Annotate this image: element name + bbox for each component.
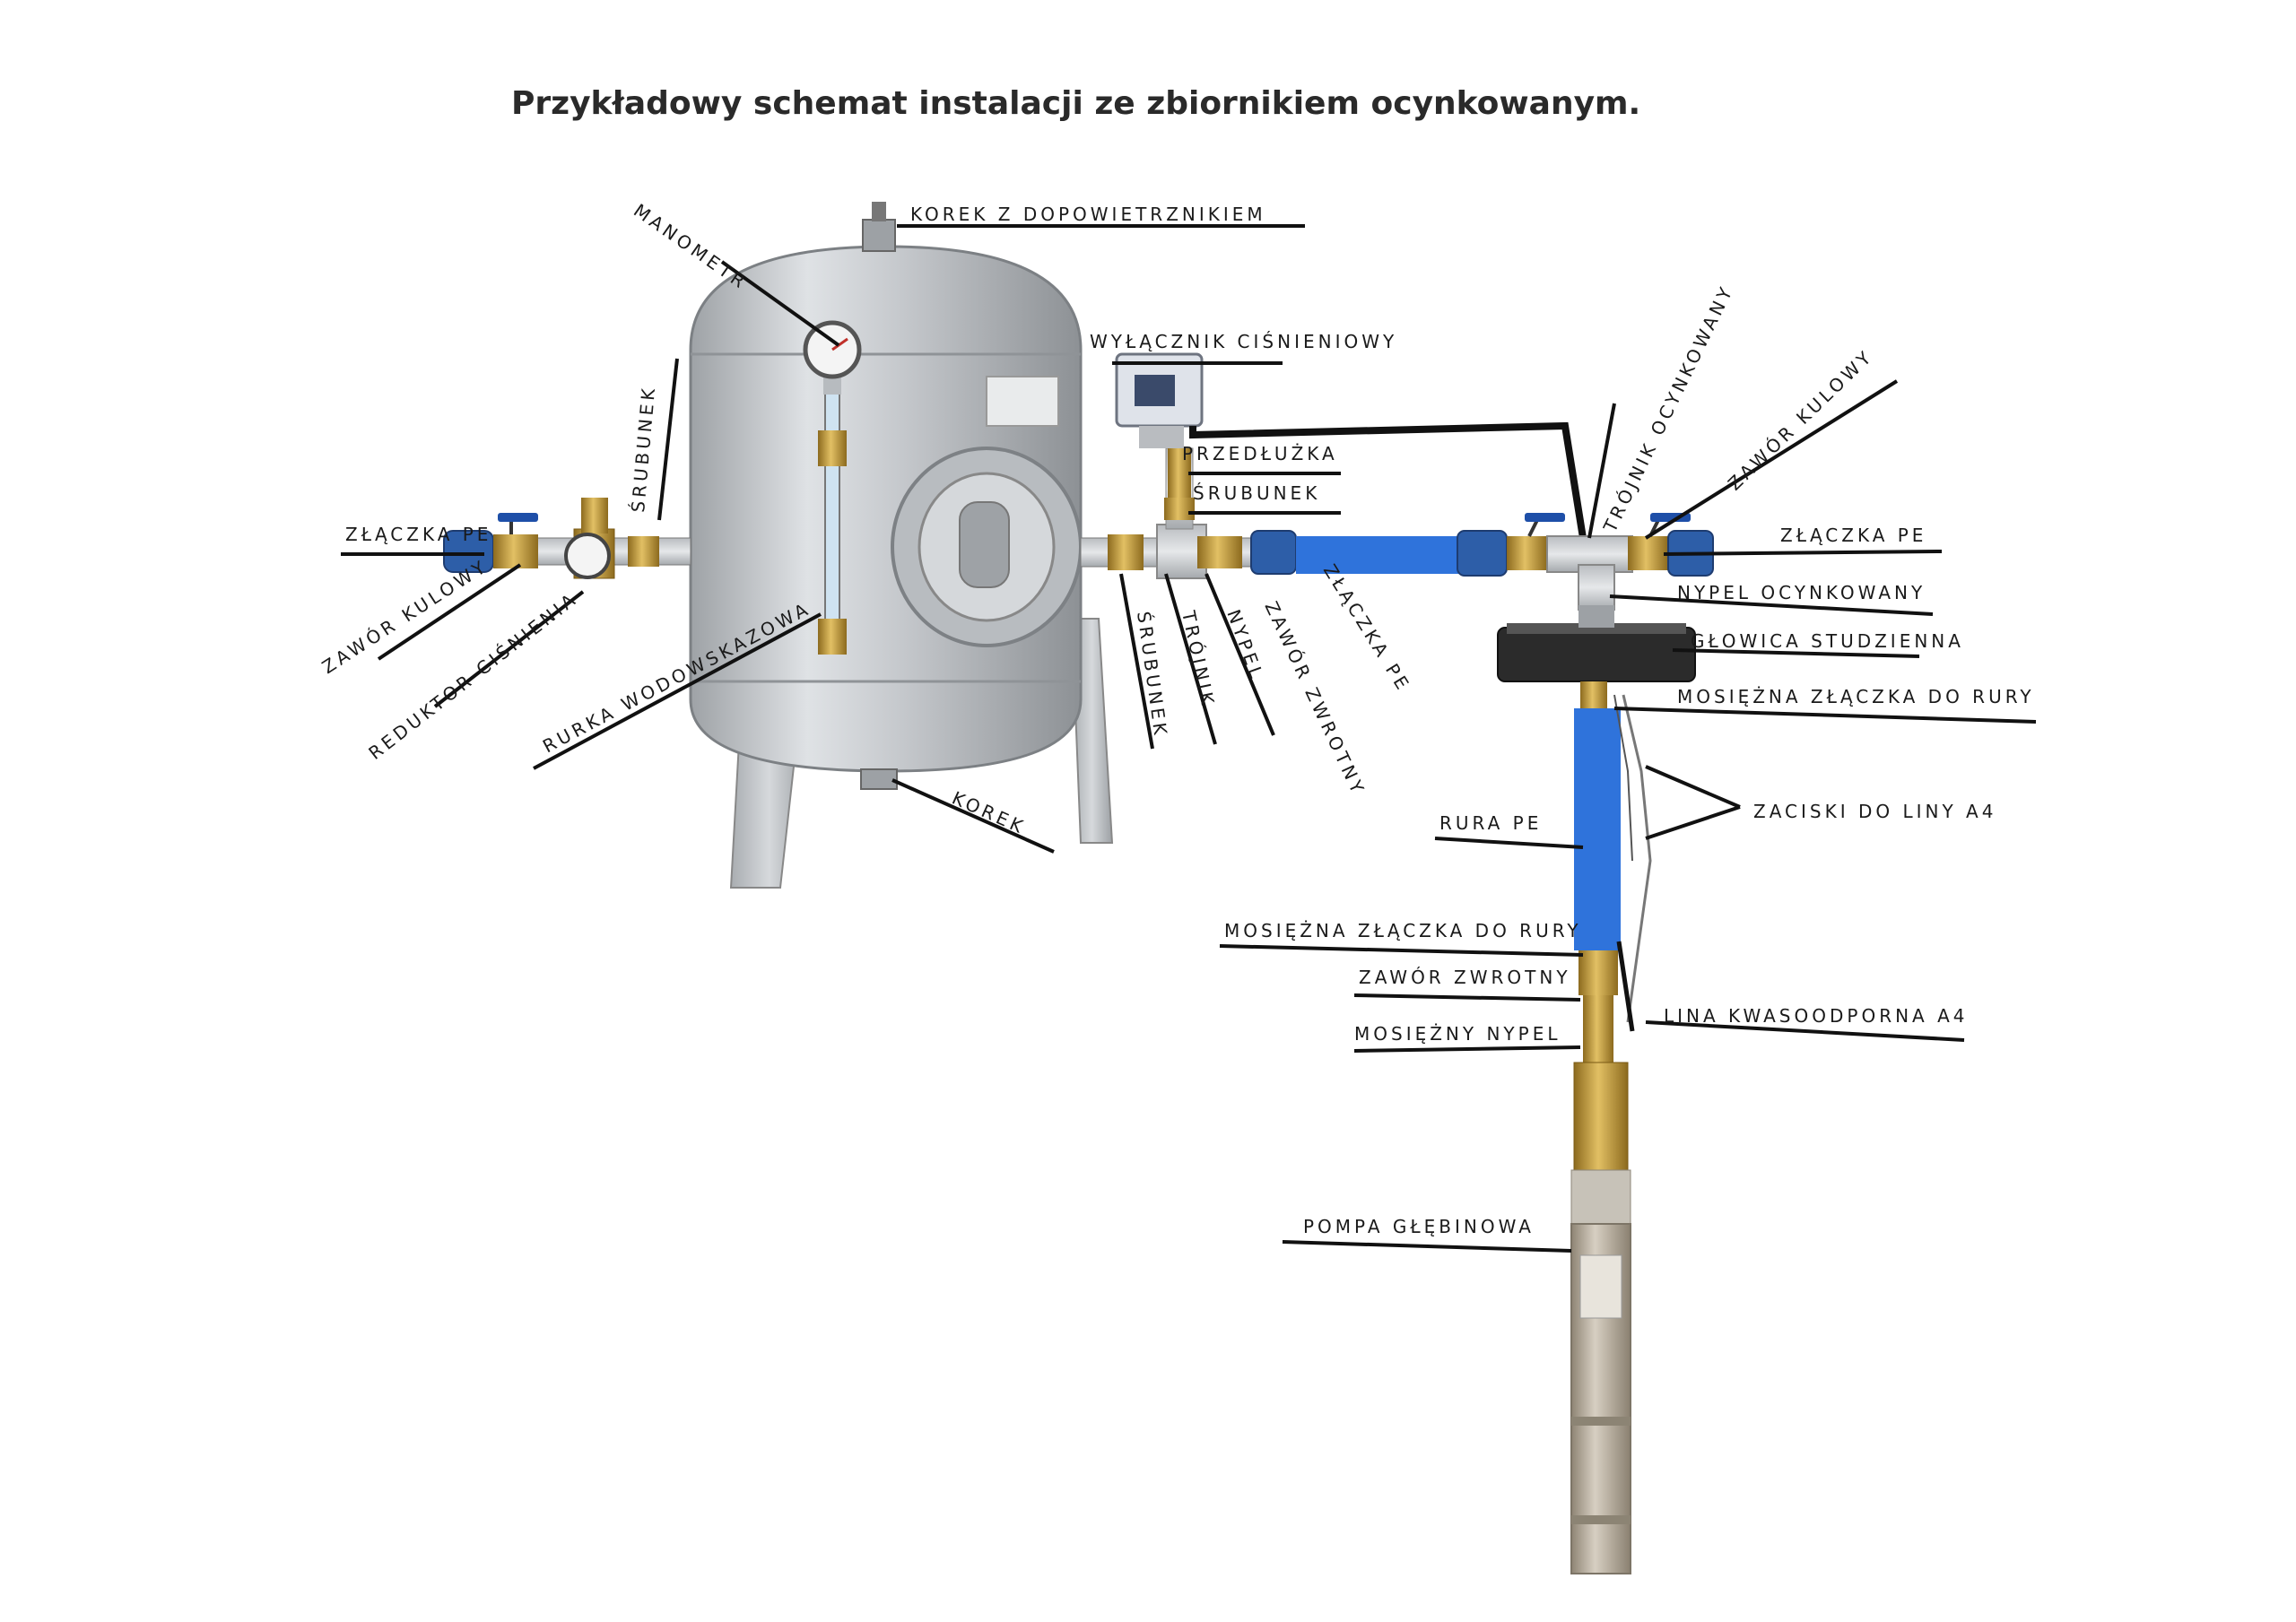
label-zlaczka-pe-left: ZŁĄCZKA PE <box>345 524 491 545</box>
label-zaciski-do-liny: ZACISKI DO LINY A4 <box>1753 801 1996 822</box>
label-trojnik: TRÓJNIK <box>1178 608 1219 709</box>
label-mosiezny-nypel: MOSIĘŻNY NYPEL <box>1354 1023 1561 1045</box>
leader-lines <box>341 224 2037 1253</box>
label-nypel-ocynkowany: NYPEL OCYNKOWANY <box>1677 582 1926 603</box>
tank-manometer <box>803 320 862 395</box>
label-srubunek-top: ŚRUBUNEK <box>1193 482 1320 504</box>
label-zawor-zwrotny-bottom: ZAWÓR ZWROTNY <box>1359 967 1571 988</box>
label-zawor-zwrotny-top: ZAWÓR ZWROTNY <box>1260 598 1370 800</box>
label-rura-pe: RURA PE <box>1439 812 1542 834</box>
label-zawor-kulowy-left: ZAWÓR KULOWY <box>318 555 492 678</box>
well-head <box>1497 605 1696 682</box>
tank-outlet-assembly <box>1080 352 1297 579</box>
label-zawor-kulowy-right: ZAWÓR KULOWY <box>1724 345 1878 495</box>
label-zlaczka-pe-right: ZŁĄCZKA PE <box>1780 525 1926 546</box>
label-zlaczka-pe-mid: ZŁĄCZKA PE <box>1319 560 1415 696</box>
label-wylacznik-cisnieniowy: WYŁĄCZNIK CIŚNIENIOWY <box>1090 331 1397 352</box>
label-srubunek-left: ŚRUBUNEK <box>627 385 659 514</box>
label-przedluzka: PRZEDŁUŻKA <box>1182 443 1338 464</box>
left-inlet-assembly <box>443 498 691 579</box>
label-glowica-studzienna: GŁOWICA STUDZIENNA <box>1691 630 1964 652</box>
page-title: Przykładowy schemat instalacji ze zbiorn… <box>511 85 1641 122</box>
galvanized-tank <box>689 202 1083 790</box>
label-mosiezna-zlaczka-top: MOSIĘŻNA ZŁĄCZKA DO RURY <box>1677 686 2035 707</box>
label-trojnik-ocynkowany: TRÓJNIK OCYNKOWANY <box>1598 281 1737 536</box>
label-korek: KOREK <box>949 787 1030 838</box>
label-lina-kwasoodporna: LINA KWASOODPORNA A4 <box>1664 1005 1969 1027</box>
vertical-pe-pipe <box>1574 681 1652 1063</box>
label-korek-z-dopowietrznikiem: KOREK Z DOPOWIETRZNIKIEM <box>910 204 1266 225</box>
submersible-pump <box>1570 1062 1631 1574</box>
label-mosiezna-zlaczka-bottom: MOSIĘŻNA ZŁĄCZKA DO RURY <box>1224 920 1582 941</box>
label-nypel: NYPEL <box>1222 607 1268 684</box>
label-pompa-glebinowa: POMPA GŁĘBINOWA <box>1303 1216 1535 1237</box>
label-manometr: MANOMETR <box>630 199 752 293</box>
